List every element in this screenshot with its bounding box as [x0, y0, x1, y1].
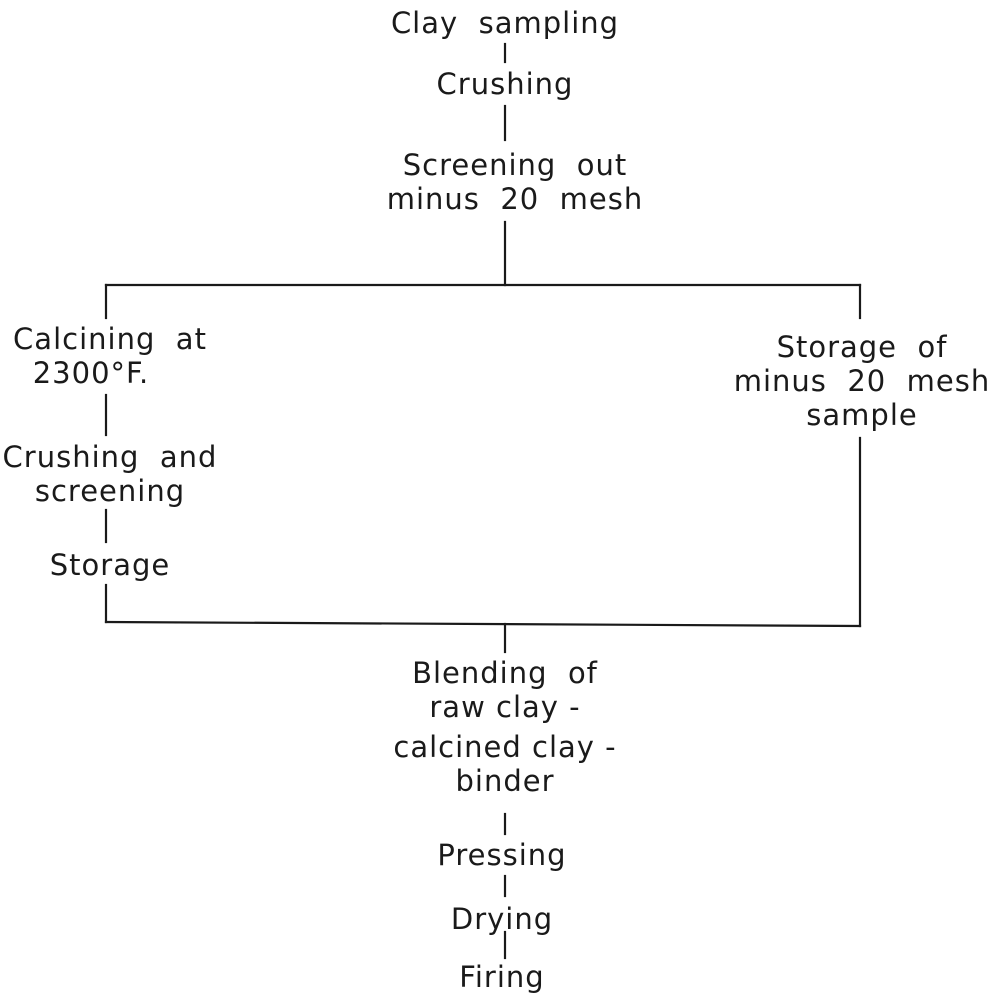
node-label-line: Crushing [436, 67, 574, 101]
node-label-line: 2300°F. [32, 356, 150, 390]
node-label-line: Clay sampling [390, 6, 620, 40]
node-label-line: minus 20 mesh [733, 364, 991, 398]
node-label-line: Storage of [776, 330, 948, 364]
node-blending: Blending of raw clay - calcined clay - b… [393, 656, 616, 798]
node-label-line: minus 20 mesh [386, 182, 644, 216]
node-drying: Drying [451, 902, 553, 936]
node-firing: Firing [459, 960, 544, 994]
node-screening-out: Screening out minus 20 mesh [387, 148, 644, 216]
node-storage: Storage [50, 548, 170, 582]
node-clay-sampling: Clay sampling [391, 6, 619, 40]
node-label-line: Firing [459, 960, 545, 994]
box-bottom-edge [104, 620, 862, 628]
node-label-line: binder [455, 764, 555, 798]
node-label-line: Calcining at [13, 322, 207, 356]
node-label-line: Blending of [412, 656, 598, 690]
node-calcining: Calcining at 2300°F. [13, 322, 207, 390]
node-label-line: sample [806, 398, 918, 432]
node-label-line: Pressing [437, 838, 567, 872]
node-label-line: Crushing and [2, 440, 218, 474]
node-label-line: Screening out [402, 148, 628, 182]
node-pressing: Pressing [437, 838, 566, 872]
node-crushing: Crushing [437, 67, 574, 101]
node-label-line: Drying [450, 902, 554, 936]
node-crushing-and-screening: Crushing and screening [3, 440, 218, 508]
node-label-line: Storage [49, 548, 171, 582]
node-label-line: raw clay - [429, 690, 581, 724]
node-label-line: screening [34, 474, 186, 508]
node-storage-of-sample: Storage of minus 20 mesh sample [734, 330, 991, 432]
node-label-line: calcined clay - [393, 730, 617, 764]
